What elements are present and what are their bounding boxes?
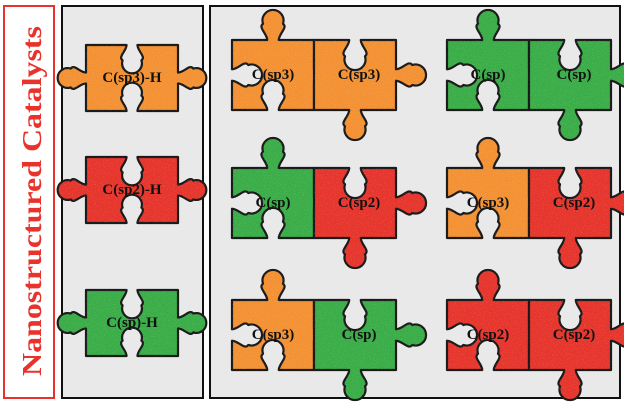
coupling-left-piece: C(sp) [445, 8, 561, 112]
coupling-right-piece: C(sp) [527, 38, 624, 142]
coupling-right-piece: C(sp) [312, 298, 428, 402]
piece-texture [232, 269, 345, 370]
piece-texture [232, 137, 345, 238]
piece-label: C(sp3)-H [102, 70, 161, 86]
piece-label: C(sp2)-H [102, 182, 161, 198]
piece-texture [314, 40, 427, 141]
piece-texture [447, 9, 560, 110]
piece-texture [447, 269, 560, 370]
coupling-right-piece: C(sp2) [312, 166, 428, 270]
reactant-piece: C(sp)-H [56, 288, 208, 358]
piece-label: C(sp2) [338, 195, 381, 211]
piece-label: C(sp) [470, 67, 505, 83]
coupling-left-piece: C(sp) [230, 136, 346, 240]
piece-label: C(sp3) [338, 67, 381, 83]
piece-texture [529, 168, 624, 268]
piece-texture [57, 45, 207, 111]
coupling-right-piece: C(sp3) [312, 38, 428, 142]
piece-texture [232, 9, 345, 110]
reactants-panel [61, 5, 204, 399]
piece-texture [447, 137, 560, 238]
piece-texture [529, 40, 624, 140]
coupling-left-piece: C(sp3) [230, 8, 346, 112]
coupling-right-piece: C(sp2) [527, 166, 624, 270]
piece-texture [314, 168, 427, 269]
sidebar-frame [3, 5, 55, 399]
piece-texture [529, 300, 624, 400]
piece-label: C(sp2) [553, 195, 596, 211]
reactant-piece: C(sp2)-H [56, 155, 208, 225]
coupling-right-piece: C(sp2) [527, 298, 624, 402]
piece-label: C(sp2) [467, 327, 510, 343]
reactant-piece: C(sp3)-H [56, 43, 208, 113]
piece-label: C(sp)-H [106, 315, 158, 331]
piece-texture [314, 300, 427, 401]
piece-label: C(sp2) [553, 327, 596, 343]
piece-label: C(sp) [556, 67, 591, 83]
piece-label: C(sp) [341, 327, 376, 343]
piece-texture [57, 290, 207, 356]
piece-label: C(sp3) [467, 195, 510, 211]
coupling-left-piece: C(sp2) [445, 268, 561, 372]
piece-texture [57, 157, 207, 223]
piece-label: C(sp3) [252, 67, 295, 83]
sidebar-title: Nanostructured Catalysts [17, 26, 47, 376]
piece-label: C(sp) [255, 195, 290, 211]
piece-label: C(sp3) [252, 327, 295, 343]
